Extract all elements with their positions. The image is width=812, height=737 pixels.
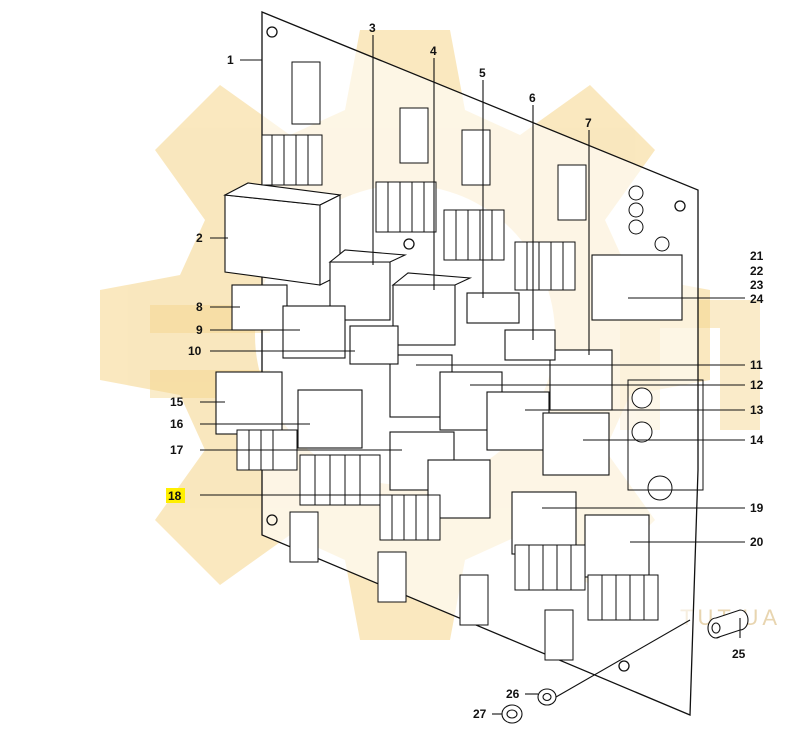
part-25-bushing [707, 609, 749, 639]
callout-11: 11 [750, 358, 763, 372]
callout-5: 5 [479, 66, 486, 80]
callout-26: 26 [506, 687, 520, 701]
callout-25: 25 [732, 647, 746, 661]
relay-box-15 [215, 371, 283, 435]
part-27-nut [501, 704, 523, 724]
callout-17: 17 [170, 443, 184, 457]
callout-22: 22 [750, 264, 764, 278]
callout-21: 21 [750, 249, 764, 263]
callout-24: 24 [750, 292, 764, 306]
callout-3: 3 [369, 21, 376, 35]
relay-box-21-24 [591, 254, 683, 321]
leader-lines [200, 35, 745, 715]
fuse-strip-lower-left [299, 454, 381, 506]
fuse-strip-top-left [261, 134, 323, 186]
fuse-strip-lower-mid [379, 494, 441, 541]
terminal-brackets [289, 61, 587, 661]
right-side-jacks [627, 185, 704, 501]
connector-6 [504, 329, 556, 361]
connector-5 [466, 292, 520, 324]
fuse-strip-upper-right [443, 209, 505, 261]
connector-10 [349, 325, 399, 365]
relay-box-9 [282, 305, 346, 359]
relay-box-20 [584, 514, 650, 578]
callout-14: 14 [750, 433, 764, 447]
fuse-strips [236, 134, 659, 621]
callout-8: 8 [196, 300, 203, 314]
relay-box-14 [542, 412, 610, 476]
callout-10: 10 [188, 344, 202, 358]
fuse-strip-mid-right [514, 241, 576, 291]
callout-15: 15 [170, 395, 184, 409]
callout-23: 23 [750, 278, 764, 292]
relay-box-16 [297, 389, 363, 449]
relay-large [223, 182, 342, 286]
callout-27: 27 [473, 707, 487, 721]
callout-18: 18 [168, 489, 182, 503]
relay-box-13 [486, 391, 550, 451]
callout-4: 4 [430, 44, 437, 58]
callout-20: 20 [750, 535, 764, 549]
part-26-washer [537, 688, 557, 706]
callout-19: 19 [750, 501, 764, 515]
relay-box-8 [231, 284, 288, 331]
callout-labels: 1 2 3 4 5 6 7 8 9 10 11 12 13 14 15 16 1… [168, 21, 764, 721]
callout-6: 6 [529, 91, 536, 105]
callout-7: 7 [585, 116, 592, 130]
fuse-strip-bottom-right [587, 574, 659, 621]
callout-2: 2 [196, 231, 203, 245]
callout-18-highlight [166, 488, 185, 503]
fuse-strip-upper-mid [375, 181, 437, 233]
callout-9: 9 [196, 323, 203, 337]
relay-box-4 [391, 272, 473, 346]
callout-12: 12 [750, 378, 764, 392]
callout-16: 16 [170, 417, 184, 431]
callout-13: 13 [750, 403, 764, 417]
callout-1: 1 [227, 53, 234, 67]
fuse-strip-bottom [514, 544, 586, 591]
relay-box-7 [549, 349, 613, 411]
